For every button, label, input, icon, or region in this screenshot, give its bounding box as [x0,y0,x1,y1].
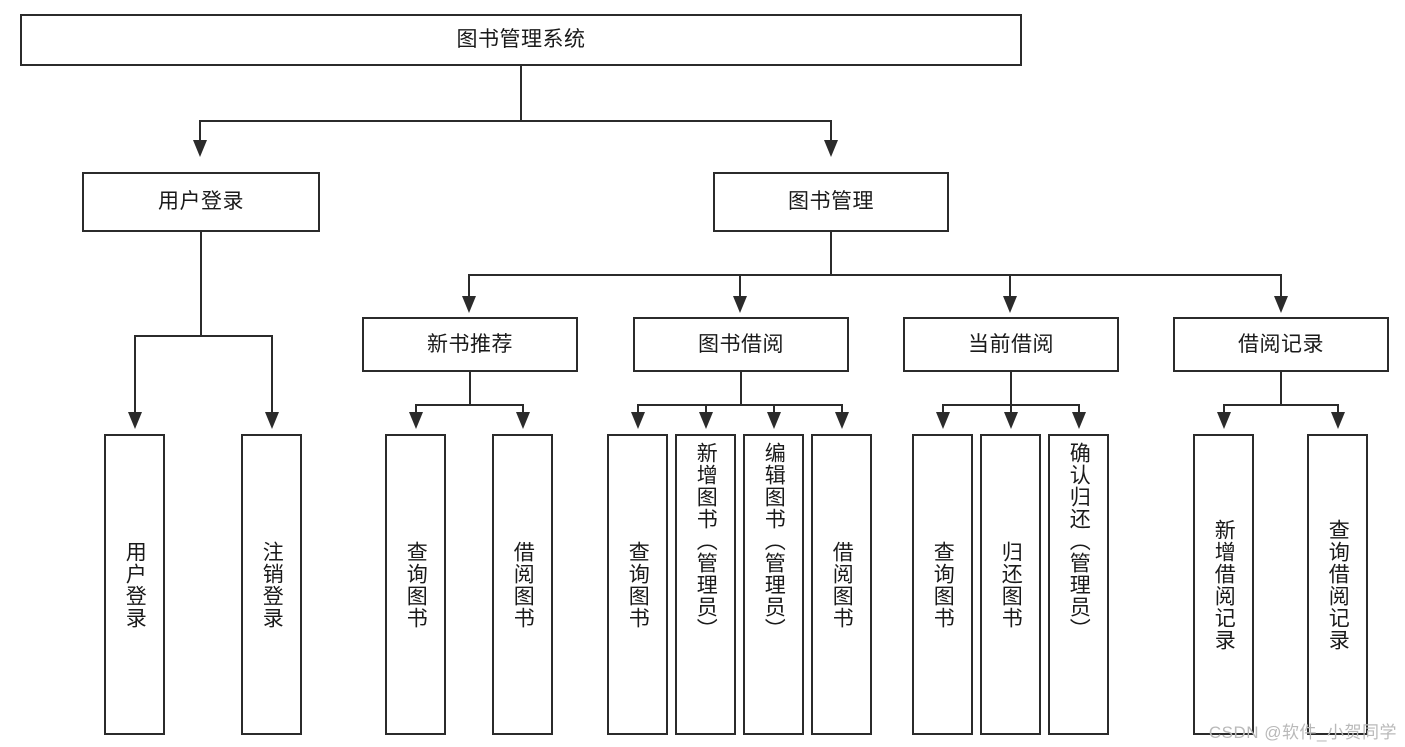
node-leaf-confirm-return[interactable]: 确认归还（管理员） [1048,434,1109,735]
arrow-to-leaf-edit-book [767,412,781,429]
arrow-to-leaf-borrow-book-1 [516,412,530,429]
node-leaf-borrow-book-2[interactable]: 借阅图书 [811,434,872,735]
connector-bm-drop-3 [1009,274,1011,301]
node-root[interactable]: 图书管理系统 [20,14,1022,66]
connector-root-to-user-login [199,120,201,147]
node-current-borrow-label: 当前借阅 [968,332,1054,356]
connector-nbr-stem [469,372,471,405]
connector-br-stem [1280,372,1282,405]
node-leaf-confirm-return-label: 确认归还（管理员） [1067,442,1091,640]
arrow-to-leaf-user-login [128,412,142,429]
arrow-to-book-management [824,140,838,157]
connector-bm-drop-4 [1280,274,1282,301]
arrow-to-leaf-logout [265,412,279,429]
connector-user-login-drop-2 [271,335,273,417]
connector-cb-drop-2 [1010,404,1012,417]
node-leaf-add-record[interactable]: 新增借阅记录 [1193,434,1254,735]
node-leaf-logout[interactable]: 注销登录 [241,434,302,735]
arrow-to-leaf-query-book-2 [631,412,645,429]
connector-bm-drop-1 [468,274,470,301]
arrow-to-leaf-return-book [1004,412,1018,429]
connector-user-login-bus [134,335,273,337]
arrow-to-current-borrow [1003,296,1017,313]
arrow-to-user-login [193,140,207,157]
connector-bb-drop-3 [773,404,775,417]
connector-cb-drop-1 [942,404,944,417]
node-root-label: 图书管理系统 [456,28,586,52]
node-leaf-query-record-label: 查询借阅记录 [1326,518,1350,651]
node-leaf-edit-book-label: 编辑图书（管理员） [762,442,786,640]
node-leaf-logout-label: 注销登录 [260,540,284,629]
node-leaf-add-record-label: 新增借阅记录 [1212,518,1236,651]
arrow-to-leaf-add-book [699,412,713,429]
arrow-to-leaf-query-record [1331,412,1345,429]
arrow-to-leaf-borrow-book-2 [835,412,849,429]
arrow-to-new-book-recommend [462,296,476,313]
connector-bb-drop-4 [841,404,843,417]
node-leaf-return-book-label: 归还图书 [999,540,1023,629]
node-book-management[interactable]: 图书管理 [713,172,949,232]
connector-cb-stem [1010,372,1012,405]
connector-user-login-drop-1 [134,335,136,417]
connector-book-management-stem [830,232,832,275]
node-leaf-add-book[interactable]: 新增图书（管理员） [675,434,736,735]
connector-book-management-bus [468,274,1282,276]
connector-br-drop-1 [1223,404,1225,417]
connector-user-login-stem [200,232,202,336]
node-current-borrow[interactable]: 当前借阅 [903,317,1119,372]
node-leaf-borrow-book-1[interactable]: 借阅图书 [492,434,553,735]
arrow-to-leaf-confirm-return [1072,412,1086,429]
connector-bb-bus [637,404,843,406]
node-leaf-user-login[interactable]: 用户登录 [104,434,165,735]
node-leaf-borrow-book-1-label: 借阅图书 [511,540,535,629]
node-leaf-query-record[interactable]: 查询借阅记录 [1307,434,1368,735]
node-leaf-query-book-1-label: 查询图书 [404,540,428,629]
watermark: CSDN @软件_小贺同学 [1208,723,1397,742]
node-book-borrow[interactable]: 图书借阅 [633,317,849,372]
node-new-book-recommend[interactable]: 新书推荐 [362,317,578,372]
node-leaf-return-book[interactable]: 归还图书 [980,434,1041,735]
node-borrow-record-label: 借阅记录 [1238,332,1324,356]
node-leaf-edit-book[interactable]: 编辑图书（管理员） [743,434,804,735]
node-leaf-query-book-2[interactable]: 查询图书 [607,434,668,735]
node-user-login-label: 用户登录 [158,190,244,214]
node-book-management-label: 图书管理 [788,190,874,214]
node-leaf-query-book-1[interactable]: 查询图书 [385,434,446,735]
node-borrow-record[interactable]: 借阅记录 [1173,317,1389,372]
connector-root-bus [199,120,832,122]
node-book-borrow-label: 图书借阅 [698,332,784,356]
node-leaf-query-book-3[interactable]: 查询图书 [912,434,973,735]
node-leaf-add-book-label: 新增图书（管理员） [694,442,718,640]
arrow-to-leaf-add-record [1217,412,1231,429]
connector-bb-drop-1 [637,404,639,417]
node-leaf-query-book-2-label: 查询图书 [626,540,650,629]
connector-br-bus [1223,404,1339,406]
arrow-to-book-borrow [733,296,747,313]
connector-bb-stem [740,372,742,405]
arrow-to-borrow-record [1274,296,1288,313]
node-user-login[interactable]: 用户登录 [82,172,320,232]
connector-bm-drop-2 [739,274,741,301]
connector-nbr-bus [415,404,524,406]
arrow-to-leaf-query-book-3 [936,412,950,429]
node-leaf-query-book-3-label: 查询图书 [931,540,955,629]
node-leaf-borrow-book-2-label: 借阅图书 [830,540,854,629]
connector-root-to-book-management [830,120,832,147]
node-leaf-user-login-label: 用户登录 [123,540,147,629]
connector-root-stem [520,66,522,120]
node-new-book-recommend-label: 新书推荐 [427,332,513,356]
connector-br-drop-2 [1337,404,1339,417]
connector-nbr-drop-1 [415,404,417,417]
connector-bb-drop-2 [705,404,707,417]
connector-cb-drop-3 [1078,404,1080,417]
arrow-to-leaf-query-book-1 [409,412,423,429]
connector-nbr-drop-2 [522,404,524,417]
